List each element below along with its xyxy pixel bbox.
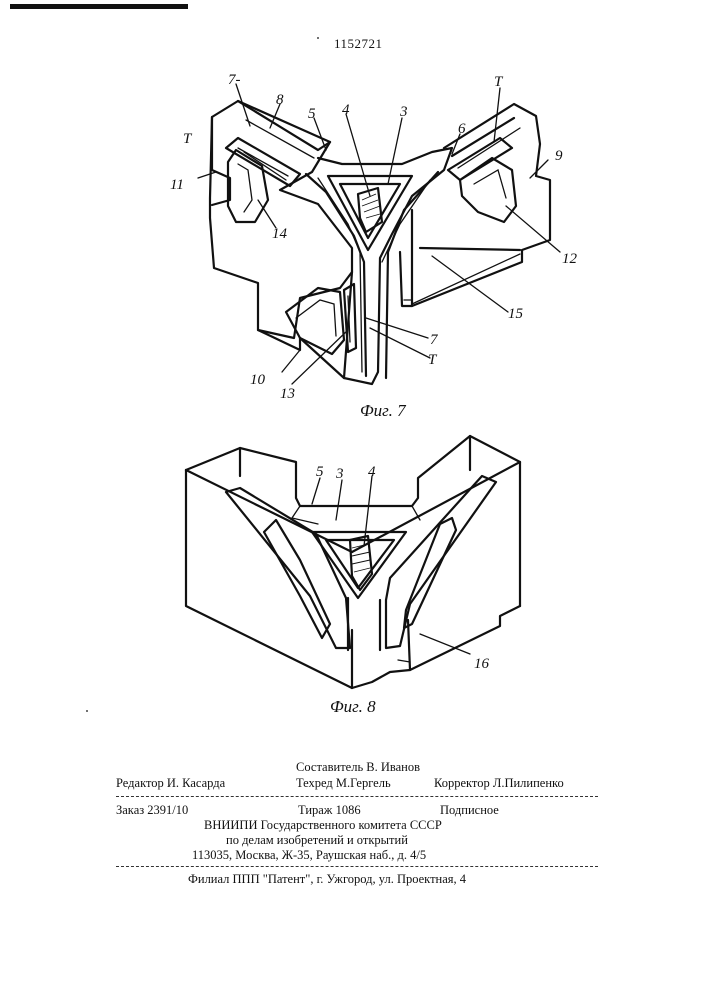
circulation-line: Тираж 1086: [298, 803, 361, 818]
editor-line: Редактор И. Касарда: [116, 776, 225, 791]
techred-line: Техред М.Гергель: [296, 776, 391, 791]
fig7-label-8: 8: [276, 92, 284, 108]
fig7-label-14: 14: [272, 226, 288, 242]
fig7-label-t-bottom: T: [428, 352, 438, 368]
fig7-label-11: 11: [170, 177, 184, 193]
org-line-2: по делам изобретений и открытий: [226, 833, 408, 848]
fig7-label-4: 4: [342, 102, 350, 118]
scan-dot: [317, 37, 319, 39]
divider-2: [116, 866, 598, 867]
fig7-label-5: 5: [308, 106, 316, 122]
fig7-label-6: 6: [458, 121, 466, 137]
figure-7-drawing: [198, 84, 560, 384]
fig7-label-10: 10: [250, 372, 266, 388]
fig8-caption: Фиг. 8: [330, 697, 376, 716]
compiler-line: Составитель В. Иванов: [296, 760, 420, 775]
figure-8-drawing: [186, 436, 520, 688]
scan-dot: [86, 710, 88, 712]
fig7-label-t-left: T: [183, 131, 193, 147]
fig8-label-16: 16: [474, 656, 490, 672]
fig7-label-9: 9: [555, 148, 563, 164]
corrector-line: Корректор Л.Пилипенко: [434, 776, 564, 791]
address-line: 113035, Москва, Ж-35, Раушская наб., д. …: [192, 848, 426, 863]
fig7-label-7-top: 7-: [228, 72, 241, 88]
fig7-caption: Фиг. 7: [360, 401, 407, 420]
fig7-label-3: 3: [399, 104, 408, 120]
fig7-label-12: 12: [562, 251, 578, 267]
fig7-label-15: 15: [508, 306, 524, 322]
branch-line: Филиал ППП "Патент", г. Ужгород, ул. Про…: [188, 872, 466, 887]
subscription-line: Подписное: [440, 803, 499, 818]
divider-1: [116, 796, 598, 797]
org-line-1: ВНИИПИ Государственного комитета СССР: [204, 818, 442, 833]
fig7-label-7-bottom: 7: [430, 332, 439, 348]
order-line: Заказ 2391/10: [116, 803, 188, 818]
fig7-label-t-top-right: T: [494, 74, 504, 90]
fig7-label-13: 13: [280, 386, 295, 402]
fig8-label-3: 3: [335, 466, 344, 482]
fig8-label-4: 4: [368, 464, 376, 480]
fig8-label-5: 5: [316, 464, 324, 480]
